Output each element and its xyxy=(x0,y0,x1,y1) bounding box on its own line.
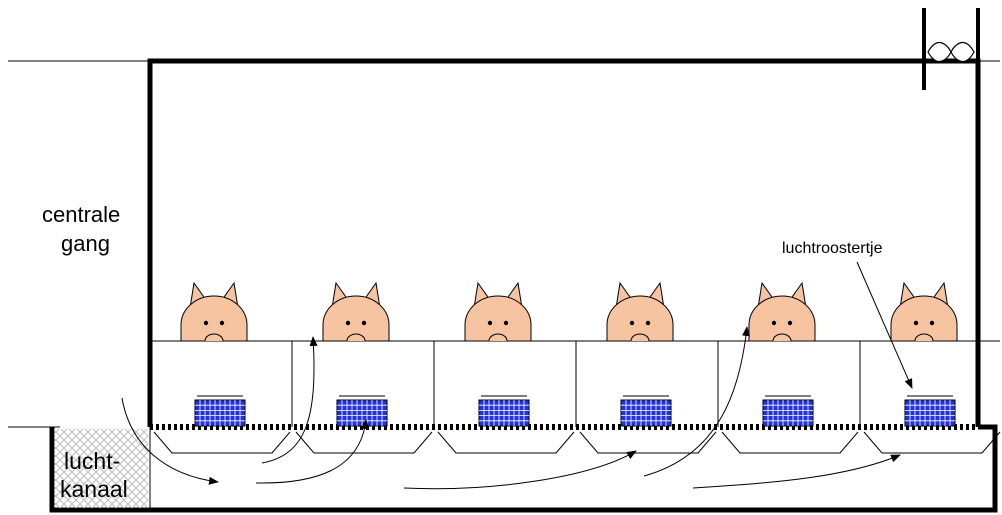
airflow-arrow xyxy=(692,454,901,489)
fan-icon xyxy=(922,8,980,90)
manure-pit xyxy=(721,431,859,454)
airflow-arrow xyxy=(643,326,750,477)
stable-wall-outline xyxy=(49,58,998,513)
pen xyxy=(433,281,575,454)
corridor-label-line1: centrale xyxy=(42,202,120,227)
pig-icon xyxy=(180,281,248,342)
air-grille-icon xyxy=(762,395,814,427)
air-grille-icon xyxy=(478,395,530,427)
manure-pit xyxy=(153,431,291,454)
duct-label-line2: kanaal xyxy=(60,476,128,502)
air-grille-icon xyxy=(336,395,388,427)
airflow-arrows xyxy=(121,326,901,490)
airflow-arrow xyxy=(121,397,219,485)
air-grille-icon xyxy=(620,395,672,427)
pen xyxy=(153,281,291,454)
manure-pit xyxy=(295,431,433,454)
duct-label-line1: lucht- xyxy=(64,448,120,474)
pen xyxy=(859,281,1001,454)
air-grille-icon xyxy=(904,395,956,427)
manure-pit xyxy=(863,431,1001,454)
airflow-arrow xyxy=(403,450,637,490)
pen xyxy=(291,281,433,454)
airflow-arrow xyxy=(261,336,318,464)
pen xyxy=(717,281,859,454)
grille-callout-label: luchtroostertje xyxy=(782,240,883,257)
manure-pit xyxy=(437,431,575,454)
corridor-label-line2: gang xyxy=(61,231,110,256)
pig-icon xyxy=(606,281,674,342)
pig-icon xyxy=(748,281,816,342)
grille-callout-leader xyxy=(856,261,913,389)
pig-icon xyxy=(890,281,958,342)
airflow-arrow xyxy=(255,419,369,484)
pen xyxy=(575,281,717,454)
manure-pit xyxy=(579,431,717,454)
air-grille-icon xyxy=(194,395,246,427)
pens-group xyxy=(153,281,1001,454)
pig-icon xyxy=(464,281,532,342)
air-duct-hatch xyxy=(54,429,148,508)
pig-icon xyxy=(322,281,390,342)
